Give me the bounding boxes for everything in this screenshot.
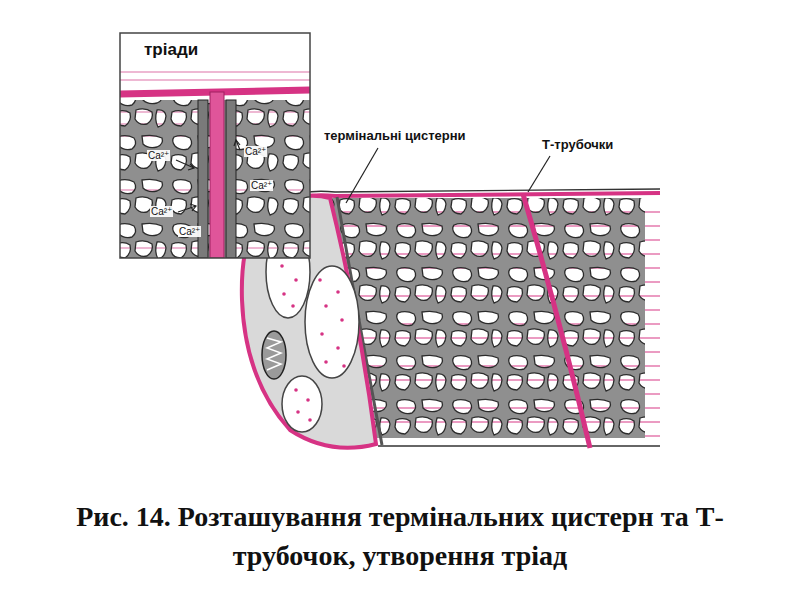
illustration-part [234, 140, 240, 146]
panel-heading: тріади [136, 39, 206, 61]
illustration-part [282, 292, 286, 296]
inset-terminal-cistern [226, 100, 236, 258]
leader-line [528, 156, 550, 192]
illustration-part [188, 164, 194, 170]
inset-t-tubule [210, 92, 224, 258]
illustration-part [308, 418, 312, 422]
illustration-part [342, 364, 346, 368]
ion-label: Ca²⁺ [244, 146, 267, 157]
illustration-part [294, 388, 298, 392]
mitochondrion-cristae [267, 338, 281, 370]
illustration-part [336, 346, 340, 350]
structure-label: термінальні цистерни [322, 128, 468, 143]
leader-line [346, 148, 378, 203]
figure-caption: Рис. 14. Розташування термінальних цисте… [40, 498, 760, 575]
myofibril [305, 266, 359, 378]
illustration-part [318, 278, 322, 282]
illustration-part [294, 278, 298, 282]
inset-frame [120, 33, 310, 258]
illustration-part [306, 398, 310, 402]
myofibril [282, 376, 322, 432]
illustration-part [340, 318, 344, 322]
illustration-part [120, 79, 310, 81]
fiber-edge [378, 445, 660, 447]
inset-panel: тріади [120, 33, 310, 258]
illustration-part [296, 410, 300, 414]
ion-label: Ca²⁺ [250, 180, 273, 191]
ion-arrows [176, 140, 240, 212]
illustration-part [176, 160, 194, 168]
illustration-part [291, 304, 295, 308]
illustration-part [336, 290, 340, 294]
illustration-part [320, 332, 324, 336]
inset-ground [120, 33, 310, 258]
structure-label: Т-трубочки [540, 137, 615, 152]
mitochondrion [262, 331, 286, 379]
illustration-part [190, 204, 196, 211]
ion-label: Ca²⁺ [147, 150, 170, 161]
illustration-part [324, 304, 328, 308]
illustration-part [324, 360, 328, 364]
ion-label: Ca²⁺ [178, 226, 201, 237]
t-tubule [523, 194, 590, 448]
ion-label: Ca²⁺ [150, 206, 173, 217]
illustration-part [280, 264, 284, 268]
triad-inset [120, 33, 310, 258]
myofilament-dots [278, 238, 346, 422]
illustration-part [120, 71, 310, 73]
